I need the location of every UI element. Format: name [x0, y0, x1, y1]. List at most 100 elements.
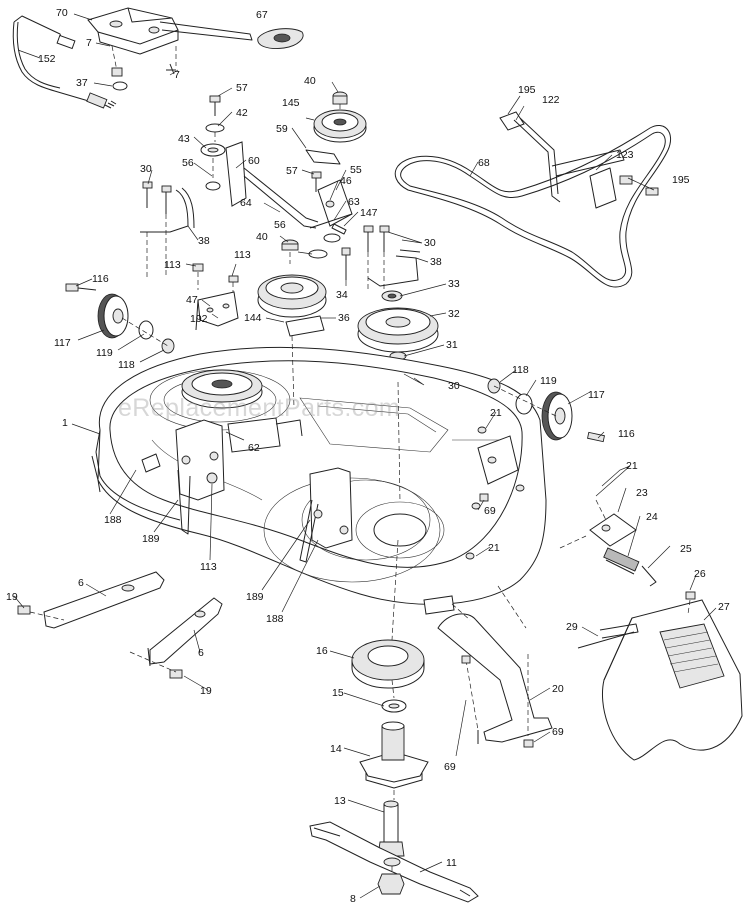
label-part-116: 116 [618, 428, 635, 440]
label-part-118: 118 [118, 359, 135, 371]
deck-side-brackets [423, 426, 525, 615]
label-part-57: 57 [286, 165, 298, 177]
pulley-144 [257, 274, 327, 337]
label-part-19: 19 [200, 685, 212, 697]
deck-pulley-left [181, 369, 263, 409]
label-part-30: 30 [448, 380, 460, 392]
label-part-15: 15 [332, 687, 344, 699]
label-part-11: 11 [446, 857, 457, 869]
label-part-29: 29 [566, 621, 578, 633]
idler-hardware [200, 95, 322, 192]
label-part-113: 113 [164, 259, 181, 271]
idler-pulley-145 [305, 91, 367, 165]
discharge-chute-27 [577, 591, 743, 761]
label-part-152: 152 [38, 53, 56, 65]
label-part-21: 21 [488, 542, 500, 554]
gauge-wheel-right [487, 378, 605, 443]
label-part-8: 8 [350, 893, 356, 905]
label-part-123: 123 [616, 149, 634, 161]
label-part-24: 24 [646, 511, 658, 523]
label-part-192: 192 [190, 313, 208, 325]
label-part-7: 7 [174, 69, 180, 81]
label-part-27: 27 [718, 601, 730, 613]
label-part-117: 117 [54, 337, 71, 349]
label-part-33: 33 [448, 278, 460, 290]
drive-belt-68 [394, 125, 672, 288]
alignment-lines [291, 335, 527, 641]
label-part-21: 21 [626, 460, 638, 472]
label-part-119: 119 [540, 375, 557, 387]
label-part-31: 31 [446, 339, 458, 351]
label-part-38: 38 [430, 256, 442, 268]
spacers-40-56 [281, 239, 328, 264]
label-part-40: 40 [256, 231, 268, 243]
label-part-62: 62 [248, 442, 260, 454]
label-part-16: 16 [316, 645, 328, 657]
hanger-bracket-left [141, 417, 303, 535]
label-part-32: 32 [448, 308, 460, 320]
pulley-32 [357, 290, 439, 382]
spindle-parts [351, 639, 429, 857]
label-part-145: 145 [282, 97, 300, 109]
label-part-63: 63 [348, 196, 360, 208]
label-part-147: 147 [360, 207, 378, 219]
label-part-195: 195 [518, 84, 536, 96]
deflector-arm-20 [437, 493, 553, 748]
label-part-57: 57 [236, 82, 248, 94]
label-part-68: 68 [478, 157, 490, 169]
bolts-30-right [341, 225, 421, 292]
adapter-6-upper [17, 571, 165, 629]
label-part-40: 40 [304, 75, 316, 87]
label-part-6: 6 [198, 647, 204, 659]
label-part-69: 69 [552, 726, 564, 738]
label-part-19: 19 [6, 591, 18, 603]
latch-assembly [559, 499, 657, 587]
label-part-26: 26 [694, 568, 706, 580]
label-part-23: 23 [636, 487, 648, 499]
mower-blade-11 [309, 821, 479, 903]
label-part-70: 70 [56, 7, 68, 19]
label-part-67: 67 [256, 9, 268, 21]
hanger-bracket-center [299, 467, 353, 563]
gauge-wheel-left [65, 283, 175, 354]
label-part-69: 69 [444, 761, 456, 773]
label-part-1: 1 [62, 417, 68, 429]
label-part-7: 7 [86, 37, 92, 49]
label-part-6: 6 [78, 577, 84, 589]
label-part-113: 113 [200, 561, 217, 573]
label-part-37: 37 [76, 77, 88, 89]
label-part-122: 122 [542, 94, 560, 106]
label-part-116: 116 [92, 273, 109, 285]
label-part-59: 59 [276, 123, 288, 135]
part-labels: 70 67 7 7 152 37 57 42 43 40 145 59 195 … [6, 7, 730, 905]
label-part-188: 188 [104, 514, 122, 526]
label-part-20: 20 [552, 683, 564, 695]
label-part-34: 34 [336, 289, 348, 301]
idler-arm [225, 141, 353, 243]
label-part-30: 30 [140, 163, 152, 175]
label-part-30: 30 [424, 237, 436, 249]
label-part-46: 46 [340, 175, 352, 187]
label-part-56: 56 [182, 157, 194, 169]
label-part-189: 189 [246, 591, 264, 603]
watermark: eReplacementParts.com [118, 394, 401, 422]
label-part-113: 113 [234, 249, 251, 261]
label-part-14: 14 [330, 743, 342, 755]
label-part-13: 13 [334, 795, 346, 807]
label-part-117: 117 [588, 389, 605, 401]
leader-lines [13, 13, 717, 899]
label-part-56: 56 [274, 219, 286, 231]
label-part-43: 43 [178, 133, 190, 145]
label-part-55: 55 [350, 164, 362, 176]
label-part-60: 60 [248, 155, 260, 167]
adapter-6-lower [129, 597, 223, 679]
knob-67 [257, 28, 304, 49]
nut-8 [377, 873, 405, 895]
label-part-69: 69 [484, 505, 496, 517]
label-part-144: 144 [244, 312, 262, 324]
label-part-38: 38 [198, 235, 210, 247]
label-part-42: 42 [236, 107, 248, 119]
label-part-195: 195 [672, 174, 690, 186]
